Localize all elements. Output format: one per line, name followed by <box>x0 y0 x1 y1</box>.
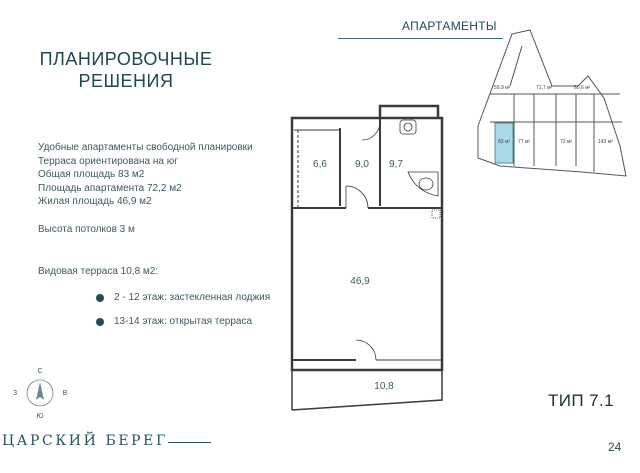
desc-line-3: Общая площадь 83 м2 <box>38 169 145 180</box>
option-label: 2 - 12 этаж: застекленная лоджия <box>114 292 271 303</box>
key-label: 143 м² <box>598 139 613 145</box>
key-label: 83 м² <box>498 139 510 145</box>
title-line-1: ПЛАНИРОВОЧНЫЕ <box>39 49 213 69</box>
desc-line-1: Удобные апартаменты свободной планировки <box>38 142 253 153</box>
key-plan: 59,9 м² 71,7 м² 60,6 м² 83 м² 77 м² 72 м… <box>477 29 627 177</box>
compass-south: Ю <box>36 413 43 420</box>
key-label: 72 м² <box>560 139 572 145</box>
room-label-bedroom: 9,0 <box>355 159 369 170</box>
key-label: 60,6 м² <box>574 85 591 91</box>
plan-sink <box>399 119 417 135</box>
brand-logo: ЦАРСКИЙ БЕРЕГ <box>2 433 168 449</box>
plan-bathroom-wall <box>378 104 440 118</box>
option-loggia: 2 - 12 этаж: застекленная лоджия <box>96 292 270 303</box>
desc-line-5: Жилая площадь 46,9 м2 <box>38 196 152 207</box>
page-title: ПЛАНИРОВОЧНЫЕ РЕШЕНИЯ <box>20 48 232 92</box>
compass-east: В <box>63 390 68 397</box>
plan-terrace-edge <box>291 362 443 411</box>
key-label: 59,9 м² <box>494 85 511 91</box>
section-label: АПАРТАМЕНТЫ <box>402 19 497 33</box>
apartment-type: ТИП 7.1 <box>548 391 614 410</box>
brand-divider <box>168 442 211 443</box>
option-label: 13-14 этаж: открытая терраса <box>114 316 253 327</box>
compass-rose: С Ю З В <box>13 368 68 420</box>
ceiling-height: Высота потолков 3 м <box>38 224 135 235</box>
room-label-terrace: 10,8 <box>374 381 394 392</box>
compass-north: С <box>37 368 42 375</box>
title-line-2: РЕШЕНИЯ <box>78 71 174 91</box>
plan-bathtub <box>407 171 439 197</box>
key-label: 71,7 м² <box>536 85 553 91</box>
desc-line-2: Терраса ориентирована на юг <box>38 155 178 167</box>
terrace-area: Видовая терраса 10,8 м2: <box>38 266 159 277</box>
floor-plan: 6,6 9,0 9,7 46,9 10,8 <box>290 104 444 411</box>
desc-line-4: Площадь апартамента 72,2 м2 <box>38 182 182 194</box>
key-plan-highlight <box>494 122 514 164</box>
key-label: 77 м² <box>518 139 530 145</box>
room-label-wardrobe: 6,6 <box>313 159 327 170</box>
page-number: 24 <box>608 440 622 454</box>
room-label-bathroom: 9,7 <box>389 159 403 170</box>
compass-arrow <box>36 382 44 400</box>
bullet-dot <box>96 293 104 302</box>
plan-outer-wall <box>290 116 444 372</box>
section-divider <box>338 38 503 39</box>
bullet-dot <box>96 317 104 326</box>
room-label-living: 46,9 <box>350 276 370 287</box>
option-open-terrace: 13-14 этаж: открытая терраса <box>96 316 252 327</box>
compass-west: З <box>13 390 17 397</box>
description: Удобные апартаменты свободной планировки… <box>38 141 253 209</box>
